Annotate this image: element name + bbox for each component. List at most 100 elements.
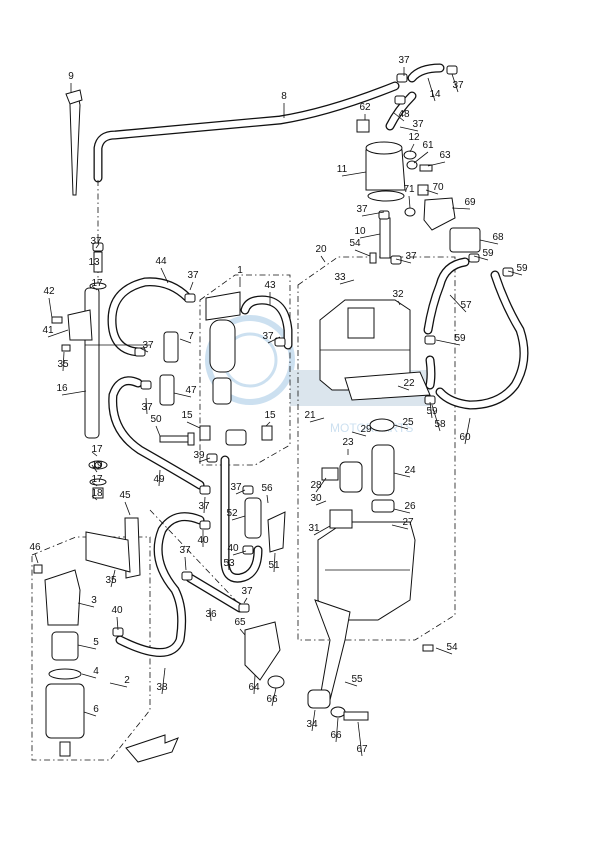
part-label-68: 68 xyxy=(492,232,504,243)
leader-line-12 xyxy=(409,143,415,153)
part-label-16: 16 xyxy=(56,383,68,394)
part-label-15: 15 xyxy=(264,410,276,421)
hose-36 xyxy=(185,573,245,613)
leader-line-37 xyxy=(243,597,248,604)
cap-62 xyxy=(356,119,370,133)
part-label-54: 54 xyxy=(349,238,361,249)
leader-line-5 xyxy=(77,644,97,650)
part-label-37: 37 xyxy=(230,482,242,493)
leader-line-36 xyxy=(209,607,212,622)
filter-element-5 xyxy=(51,631,79,661)
leader-line-51 xyxy=(273,552,276,573)
hose-clamp xyxy=(468,253,480,263)
valve-10 xyxy=(379,217,391,259)
hose-clamp xyxy=(238,603,250,613)
clip-15-left xyxy=(199,425,211,441)
leader-line-65 xyxy=(239,628,246,636)
part-label-61: 61 xyxy=(422,140,434,151)
hose-49 xyxy=(108,376,205,490)
leader-line-59 xyxy=(507,270,523,276)
leader-line-21 xyxy=(309,417,325,423)
leader-line-31 xyxy=(313,525,331,536)
fitting-13 xyxy=(93,251,103,273)
leader-line-17 xyxy=(91,451,98,457)
part-label-17: 17 xyxy=(91,474,103,485)
part-label-70: 70 xyxy=(432,182,444,193)
hose-clamp xyxy=(184,293,196,303)
bracket-55 xyxy=(314,599,351,701)
part-label-40: 40 xyxy=(111,605,123,616)
hose-8 xyxy=(93,81,400,183)
part-label-38: 38 xyxy=(156,682,168,693)
leader-line-63 xyxy=(427,161,446,167)
part-label-67: 67 xyxy=(356,744,368,755)
part-label-37: 37 xyxy=(452,80,464,91)
leader-line-18 xyxy=(91,495,98,501)
bracket-51 xyxy=(267,511,286,553)
hose-clamp xyxy=(378,210,390,220)
leader-line-16 xyxy=(61,390,87,396)
part-label-52: 52 xyxy=(226,508,238,519)
part-label-14: 14 xyxy=(429,89,441,100)
leader-line-27 xyxy=(391,524,409,530)
leader-line-39 xyxy=(198,457,211,463)
leader-line-37 xyxy=(95,243,100,249)
part-label-55: 55 xyxy=(351,674,363,685)
gasket-22 xyxy=(344,371,431,401)
part-label-6: 6 xyxy=(93,704,99,715)
part-label-53: 53 xyxy=(223,558,235,569)
leader-line-45 xyxy=(124,501,131,516)
hose-44 xyxy=(107,277,193,357)
grommet-70 xyxy=(417,184,429,196)
leader-line-22 xyxy=(397,385,410,391)
part-label-56: 56 xyxy=(261,483,273,494)
bracket-main xyxy=(85,531,131,573)
leader-line-38 xyxy=(161,667,166,695)
valve-68 xyxy=(449,227,481,253)
part-label-49: 49 xyxy=(153,474,165,485)
part-label-7: 7 xyxy=(188,331,194,342)
leader-line-15 xyxy=(265,421,271,427)
part-label-37: 37 xyxy=(90,236,102,247)
part-label-36: 36 xyxy=(205,609,217,620)
part-label-32: 32 xyxy=(392,289,404,300)
part-label-41: 41 xyxy=(42,325,54,336)
leader-line-67 xyxy=(357,721,363,757)
leader-line-40 xyxy=(116,616,119,631)
leader-line-17 xyxy=(91,481,98,487)
part-label-23: 23 xyxy=(342,437,354,448)
leader-line-48 xyxy=(393,112,405,122)
bolt-63 xyxy=(419,164,433,172)
fuel-pump-24 xyxy=(371,444,395,496)
leader-line-57 xyxy=(449,294,467,313)
part-label-15: 15 xyxy=(181,410,193,421)
part-label-37: 37 xyxy=(356,204,368,215)
leader-line-68 xyxy=(479,239,499,245)
hose-clamp xyxy=(206,453,218,463)
leader-line-50 xyxy=(155,425,161,437)
fwd-label: FWD xyxy=(140,747,157,759)
leader-line-17 xyxy=(91,285,98,291)
part-label-37: 37 xyxy=(141,402,153,413)
leader-line-37 xyxy=(139,347,149,353)
part-label-37: 37 xyxy=(187,270,199,281)
part-label-59: 59 xyxy=(482,248,494,259)
part-label-59: 59 xyxy=(454,333,466,344)
leader-line-66 xyxy=(335,717,339,743)
hose-clamp xyxy=(394,95,406,105)
bracket-64 xyxy=(244,621,281,681)
leader-line-34 xyxy=(311,709,316,732)
leader-line-37 xyxy=(399,126,419,132)
part-label-25: 25 xyxy=(402,417,414,428)
part-label-64: 64 xyxy=(248,682,260,693)
collar-66b xyxy=(330,706,346,718)
filter-25 xyxy=(369,418,395,432)
bolt-50 xyxy=(159,432,195,446)
part-label-37: 37 xyxy=(179,545,191,556)
fwd-arrow: FWD xyxy=(125,734,179,763)
part-label-37: 37 xyxy=(142,340,154,351)
part-label-20: 20 xyxy=(315,244,327,255)
leader-line-20 xyxy=(320,255,326,263)
part-label-66: 66 xyxy=(266,694,278,705)
